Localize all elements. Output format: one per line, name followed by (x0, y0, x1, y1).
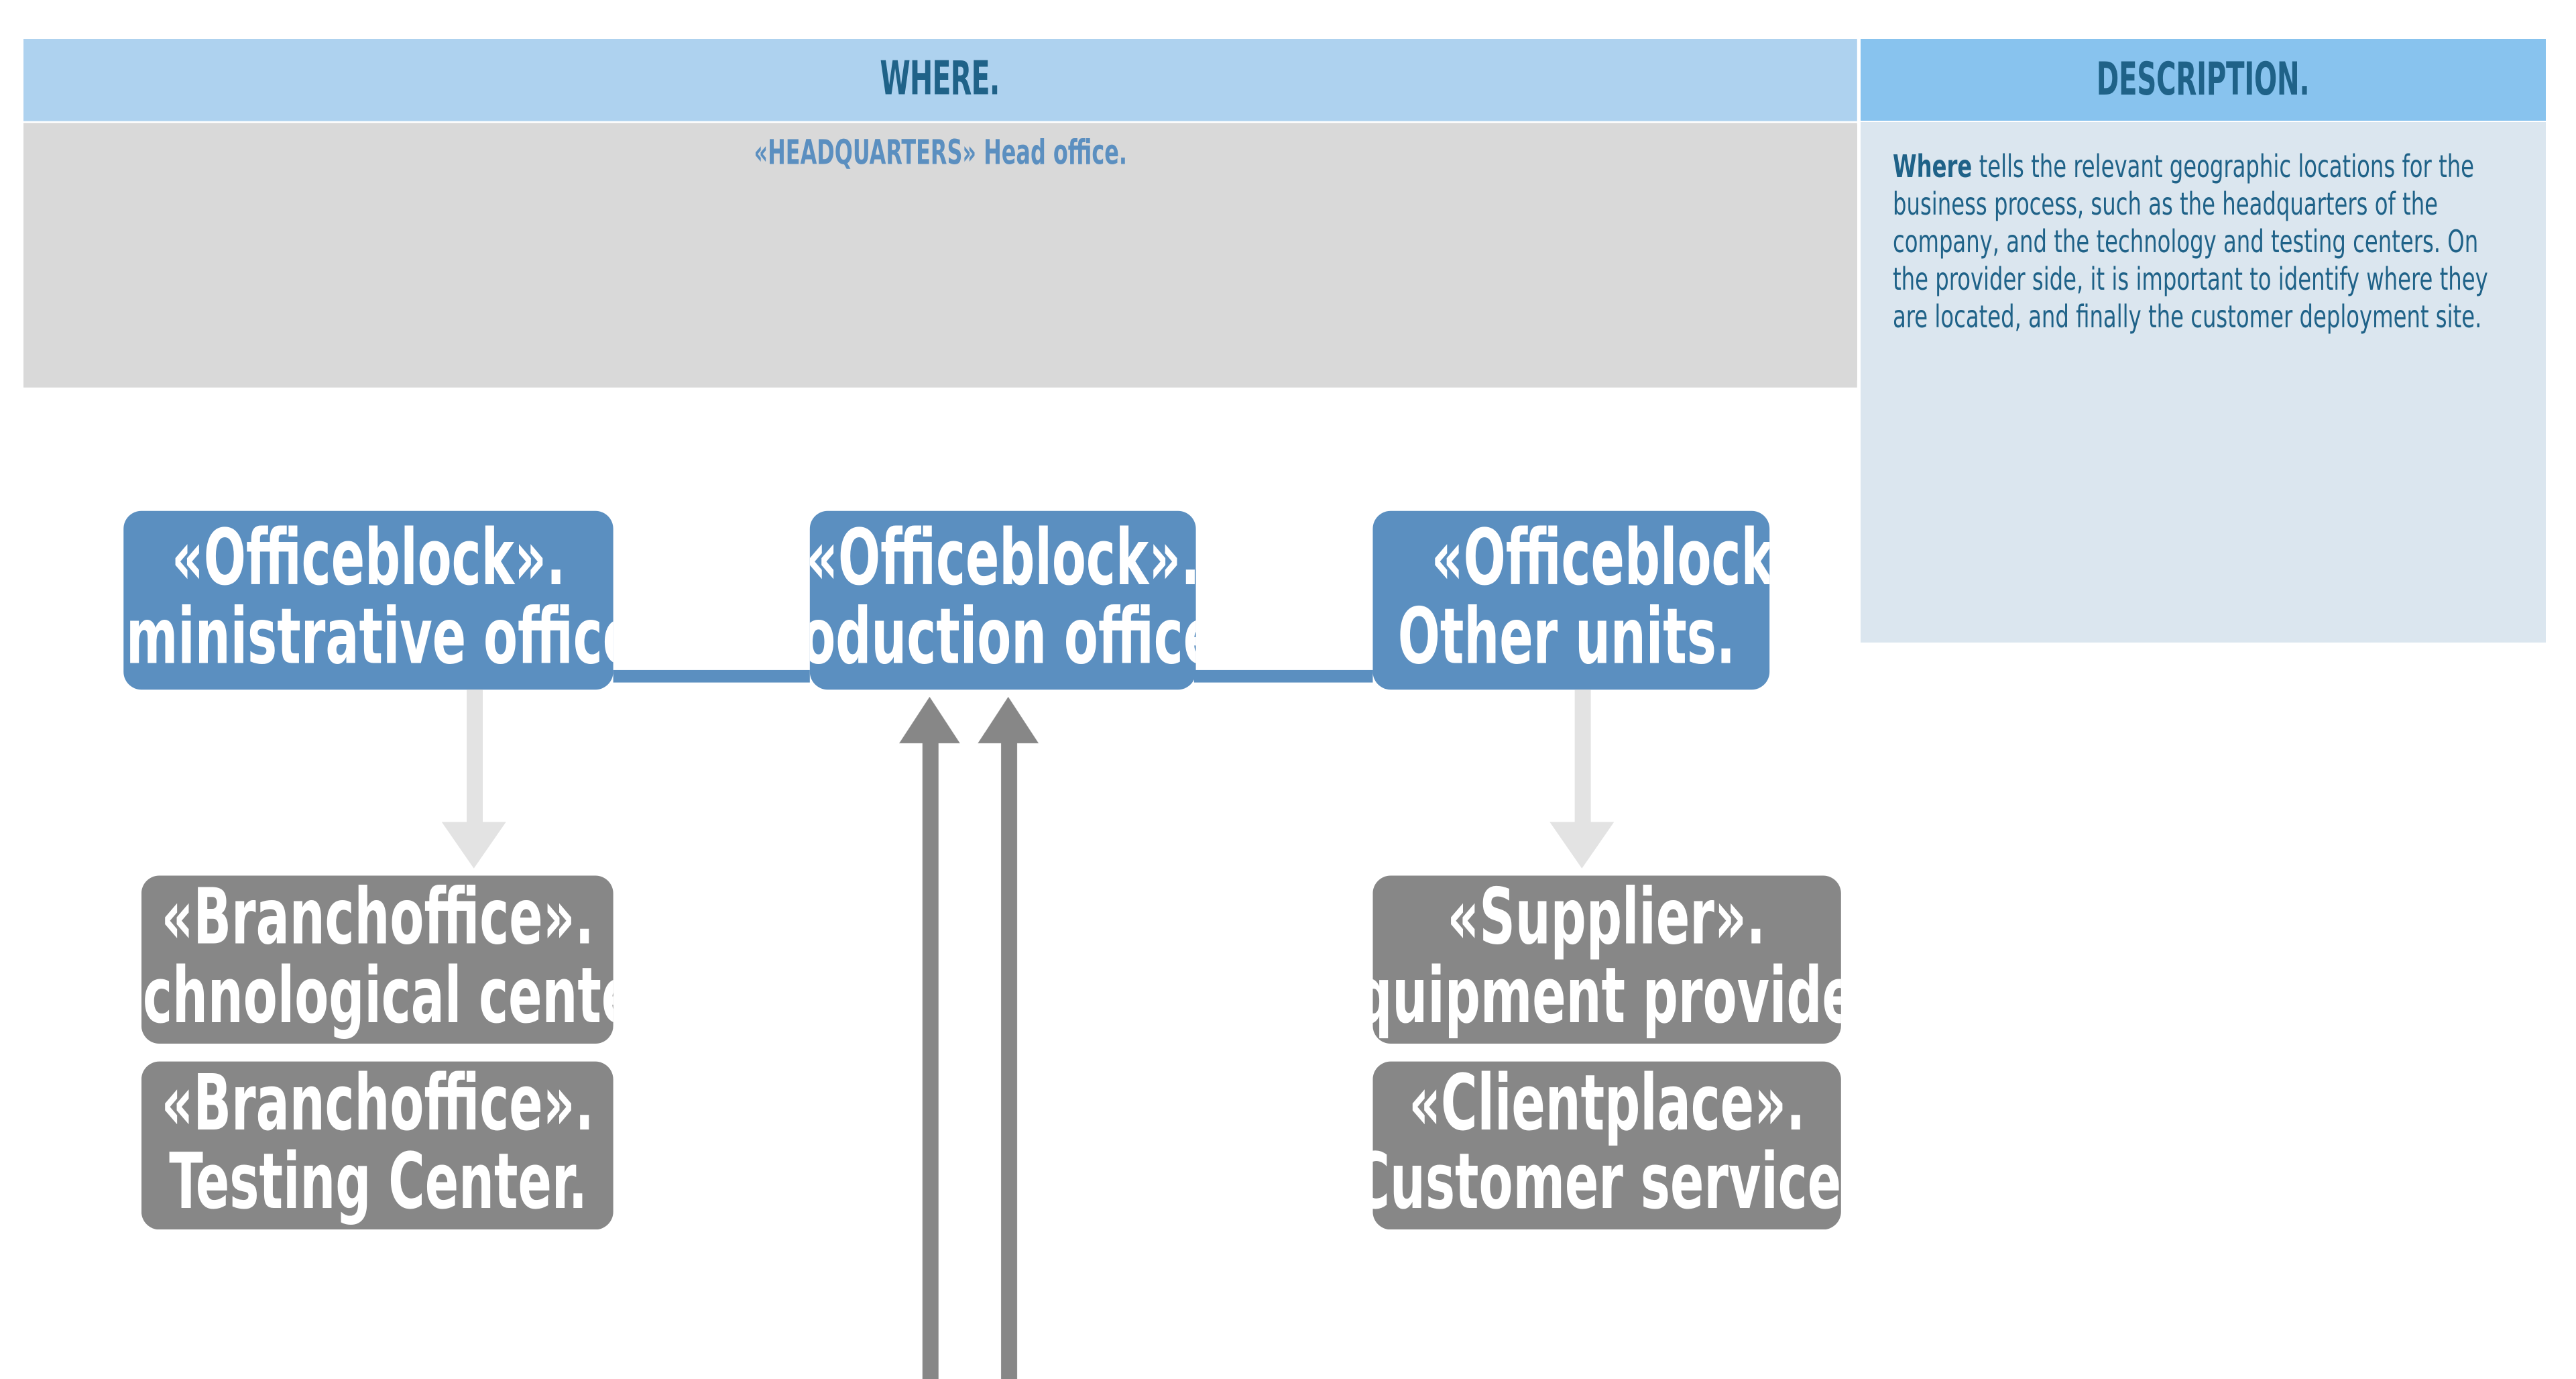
arrow-shaft-from-testing-center (922, 739, 939, 1379)
node-testing-center[interactable]: «Branchoffice». Testing Center. (141, 1061, 613, 1230)
node-production-line2: Production offices. (809, 593, 1196, 683)
node-production-line1: «Officeblock». (809, 514, 1196, 604)
description-header-bar: DESCRIPTION. (1861, 39, 2546, 121)
node-tech-line2: Technological center. (141, 952, 613, 1042)
node-tech-line1: «Branchoffice». (161, 875, 594, 964)
arrow-shaft-to-supplier (1574, 690, 1591, 826)
node-administrative-offices[interactable]: «Officeblock». Administrative offices. (123, 510, 613, 690)
arrow-head-to-supplier (1549, 822, 1615, 869)
node-clientplace-line2: Customer service. (1372, 1138, 1841, 1228)
diagram-stage: WHERE. «HEADQUARTERS» Head office. «Offi… (23, 39, 2546, 1379)
arrow-shaft-to-tech-center (467, 690, 483, 826)
arrow-head-to-tech-center (441, 822, 506, 869)
connector-admin-to-production (613, 669, 810, 683)
arrow-head-from-testing-center (899, 696, 960, 744)
description-paragraph: Where tells the relevant geographic loca… (1893, 148, 2513, 336)
where-header-bar: WHERE. (23, 39, 1857, 121)
headquarters-subtitle-text: «HEADQUARTERS» Head office. (754, 132, 1127, 172)
arrow-shaft-from-clientplace (1001, 739, 1018, 1379)
node-admin-line2: Administrative offices. (123, 593, 613, 683)
node-supplier-line2: Equipment provider. (1372, 952, 1840, 1042)
where-panel: WHERE. «HEADQUARTERS» Head office. «Offi… (23, 39, 1857, 1379)
description-header-title: DESCRIPTION. (2097, 53, 2310, 106)
headquarters-subtitle: «HEADQUARTERS» Head office. (23, 132, 1857, 172)
node-admin-line1: «Officeblock». (171, 514, 566, 604)
node-clientplace[interactable]: «Clientplace». Customer service. (1372, 1061, 1841, 1230)
node-testing-line1: «Branchoffice». (161, 1061, 594, 1150)
node-clientplace-line1: «Clientplace». (1409, 1061, 1806, 1150)
description-body: Where tells the relevant geographic loca… (1861, 122, 2546, 643)
node-other-line2: Other units. (1397, 593, 1736, 683)
node-supplier-line1: «Supplier». (1448, 875, 1766, 964)
node-supplier[interactable]: «Supplier». Equipment provider. (1372, 875, 1841, 1044)
headquarters-band: «HEADQUARTERS» Head office. (23, 121, 1857, 387)
description-panel: DESCRIPTION. Where tells the relevant ge… (1861, 39, 2546, 643)
description-body-text: tells the relevant geographic locations … (1893, 148, 2488, 335)
description-lead-word: Where (1893, 148, 1973, 184)
node-other-units[interactable]: «Officeblock». Other units. (1372, 510, 1770, 690)
where-header-title: WHERE. (880, 53, 1000, 107)
arrow-head-from-clientplace (978, 696, 1039, 744)
node-testing-line2: Testing Center. (168, 1138, 587, 1228)
node-technological-center[interactable]: «Branchoffice». Technological center. (141, 875, 613, 1044)
connector-production-to-other (1193, 669, 1373, 683)
node-production-offices[interactable]: «Officeblock». Production offices. (809, 510, 1196, 690)
node-other-line1: «Officeblock». (1431, 514, 1770, 604)
